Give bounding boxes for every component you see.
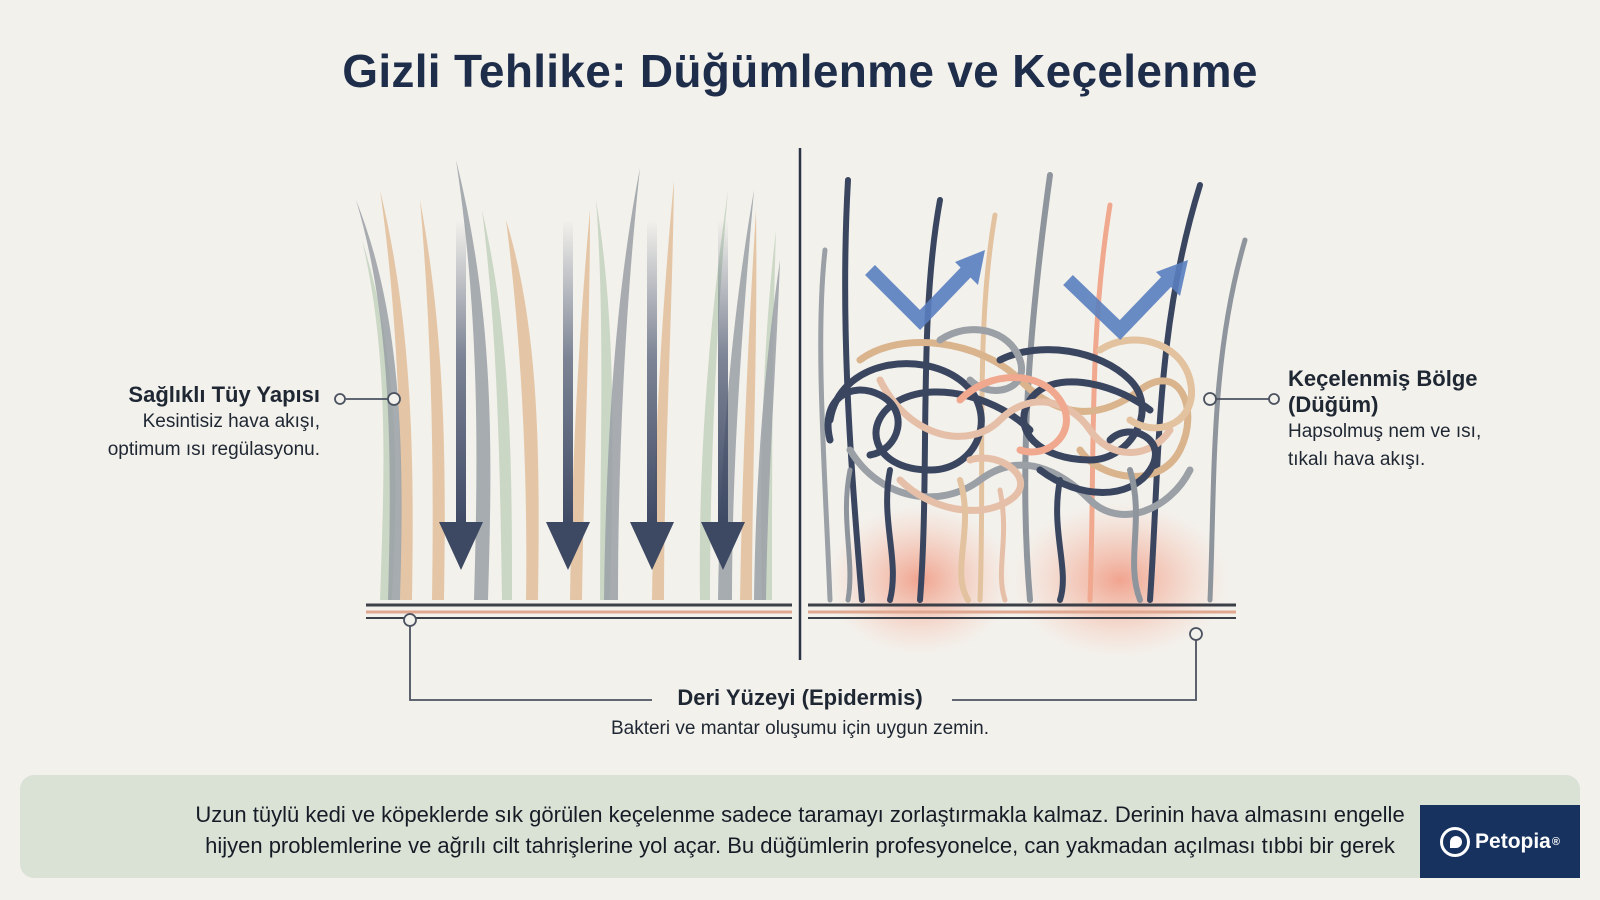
airflow-arrows — [439, 220, 745, 570]
page-title: Gizli Tehlike: Düğümlenme ve Keçelenme — [342, 45, 1258, 97]
info-text-line1: Uzun tüylü kedi ve köpeklerde sık görüle… — [195, 802, 1405, 827]
matted-hair-group — [818, 172, 1248, 658]
deflected-arrow-head — [1156, 260, 1188, 296]
healthy-hair-label: Sağlıklı Tüy Yapısı Kesintisiz hava akış… — [20, 382, 320, 464]
matted-zone-desc-line1: Hapsolmuş nem ve ısı, — [1288, 421, 1482, 442]
petopia-logo-icon — [1440, 826, 1471, 857]
matted-zone-title-line1: Keçelenmiş Bölge — [1288, 366, 1478, 391]
info-text: Uzun tüylü kedi ve köpeklerde sık görüle… — [60, 799, 1540, 861]
matted-zone-label: Keçelenmiş Bölge (Düğüm) Hapsolmuş nem v… — [1288, 366, 1548, 474]
info-text-line2: hijyen problemlerine ve ağrılı cilt tahr… — [205, 833, 1395, 858]
healthy-hair-title: Sağlıklı Tüy Yapısı — [128, 382, 320, 407]
registered-mark: ® — [1551, 835, 1560, 848]
healthy-hair-desc-line2: optimum ısı regülasyonu. — [107, 439, 320, 460]
hair-strands-tan — [380, 180, 757, 600]
airflow-arrow-head — [546, 522, 590, 570]
tangled-knot — [824, 326, 1195, 518]
lower-strands — [843, 467, 1143, 603]
blocked-airflow-arrows — [865, 250, 1188, 340]
skin-surface-label: Deri Yüzeyi (Epidermis) Bakteri ve manta… — [0, 685, 1600, 743]
airflow-arrow-head — [701, 522, 745, 570]
healthy-hair-group — [356, 160, 780, 600]
deflected-arrow-head — [955, 250, 985, 285]
callout-connectors — [334, 392, 1280, 701]
matted-zone-desc-line2: tıkalı hava akışı. — [1288, 449, 1426, 470]
deflected-arrow — [865, 265, 974, 331]
healthy-hair-desc-line1: Kesintisiz hava akışı, — [142, 411, 320, 432]
info-box: Uzun tüylü kedi ve köpeklerde sık görüle… — [20, 775, 1580, 878]
skin-surface — [366, 603, 1236, 619]
skin-surface-title: Deri Yüzeyi (Epidermis) — [667, 685, 933, 711]
petopia-logo: Petopia ® — [1420, 805, 1580, 878]
matted-zone-title-line2: (Düğüm) — [1288, 392, 1379, 417]
skin-surface-desc: Bakteri ve mantar oluşumu için uygun zem… — [610, 718, 990, 739]
airflow-arrow-head — [630, 522, 674, 570]
logo-text: Petopia — [1475, 829, 1551, 853]
airflow-arrow-head — [439, 522, 483, 570]
deflected-arrow — [1063, 274, 1174, 340]
